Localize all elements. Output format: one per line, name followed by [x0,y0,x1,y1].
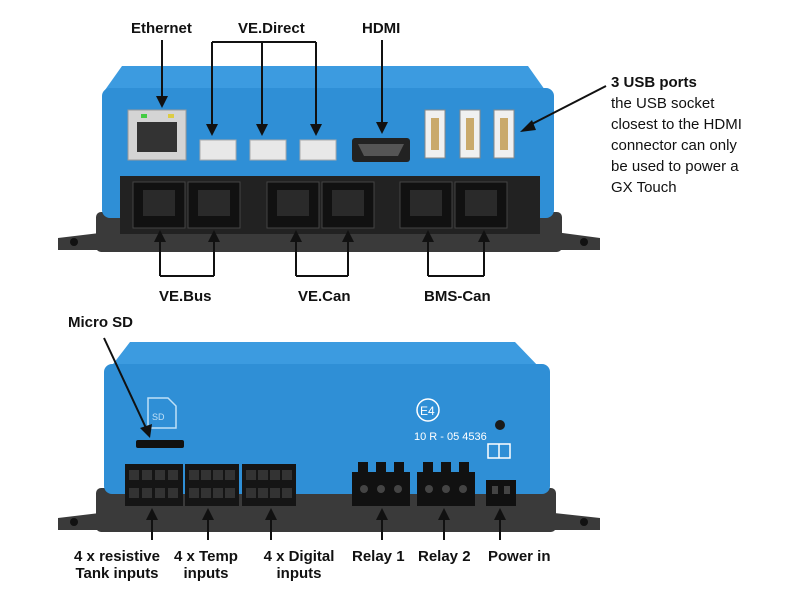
micro-sd-slot [136,440,184,448]
device-lid [105,66,545,90]
right-mounting-flange [555,232,600,250]
digital-inputs-label-line: 4 x Digital [263,548,335,565]
ve-direct-port-3 [299,139,337,161]
relay-2-label: Relay 2 [418,548,471,565]
tank-inputs-label-line: Tank inputs [75,565,159,582]
micro-sd-label: Micro SD [68,314,134,331]
left-mounting-flange [58,232,108,250]
ve-direct-port-1 [199,139,237,161]
indicator-led [495,420,505,430]
hdmi-label: HDMI [362,20,401,37]
power-in-label: Power in [488,548,551,565]
power-in-connector [486,480,516,506]
tank-inputs-label-line: 4 x resistive [74,548,160,565]
bms-can-label: BMS-Can [424,288,491,305]
digital-inputs-label: 4 x Digital inputs [258,548,340,582]
device-body-2 [104,364,550,494]
approval-number-text: 10 R - 05 4536 [414,431,487,443]
tank-inputs-label: 4 x resistive Tank inputs [72,548,162,582]
relay-1-label: Relay 1 [352,548,405,565]
usb-ports-note: 3 USB ports the USB socket closest to th… [611,72,742,198]
ve-direct-label: VE.Direct [238,20,305,37]
callout-lines [103,40,607,540]
device-lid-2 [110,342,540,368]
temp-inputs-label: 4 x Temp inputs [170,548,242,582]
usb-note-line: the USB socket [611,95,715,112]
usb-note-line: be used to power a [611,158,739,175]
approval-mark-circle [416,398,440,422]
digital-inputs-label-line: inputs [276,565,322,582]
top-device [58,66,600,252]
approval-mark-text: E4 [420,404,435,418]
left-mounting-flange-2 [58,512,108,530]
ethernet-label: Ethernet [131,20,192,37]
usb-note-title: 3 USB ports [611,74,697,91]
ve-bus-label: VE.Bus [159,288,212,305]
temp-inputs-label-line: 4 x Temp [174,548,238,565]
temp-inputs-label-line: inputs [183,565,229,582]
usb-note-line: GX Touch [611,179,677,196]
sd-icon-text: SD [152,412,165,422]
usb-note-line: connector can only [611,137,737,154]
ve-direct-port-2 [249,139,287,161]
bottom-device [58,342,600,532]
usb-note-line: closest to the HDMI [611,116,742,133]
ve-can-label: VE.Can [298,288,351,305]
right-mounting-flange-2 [545,512,600,530]
sd-card-icon [147,397,177,429]
